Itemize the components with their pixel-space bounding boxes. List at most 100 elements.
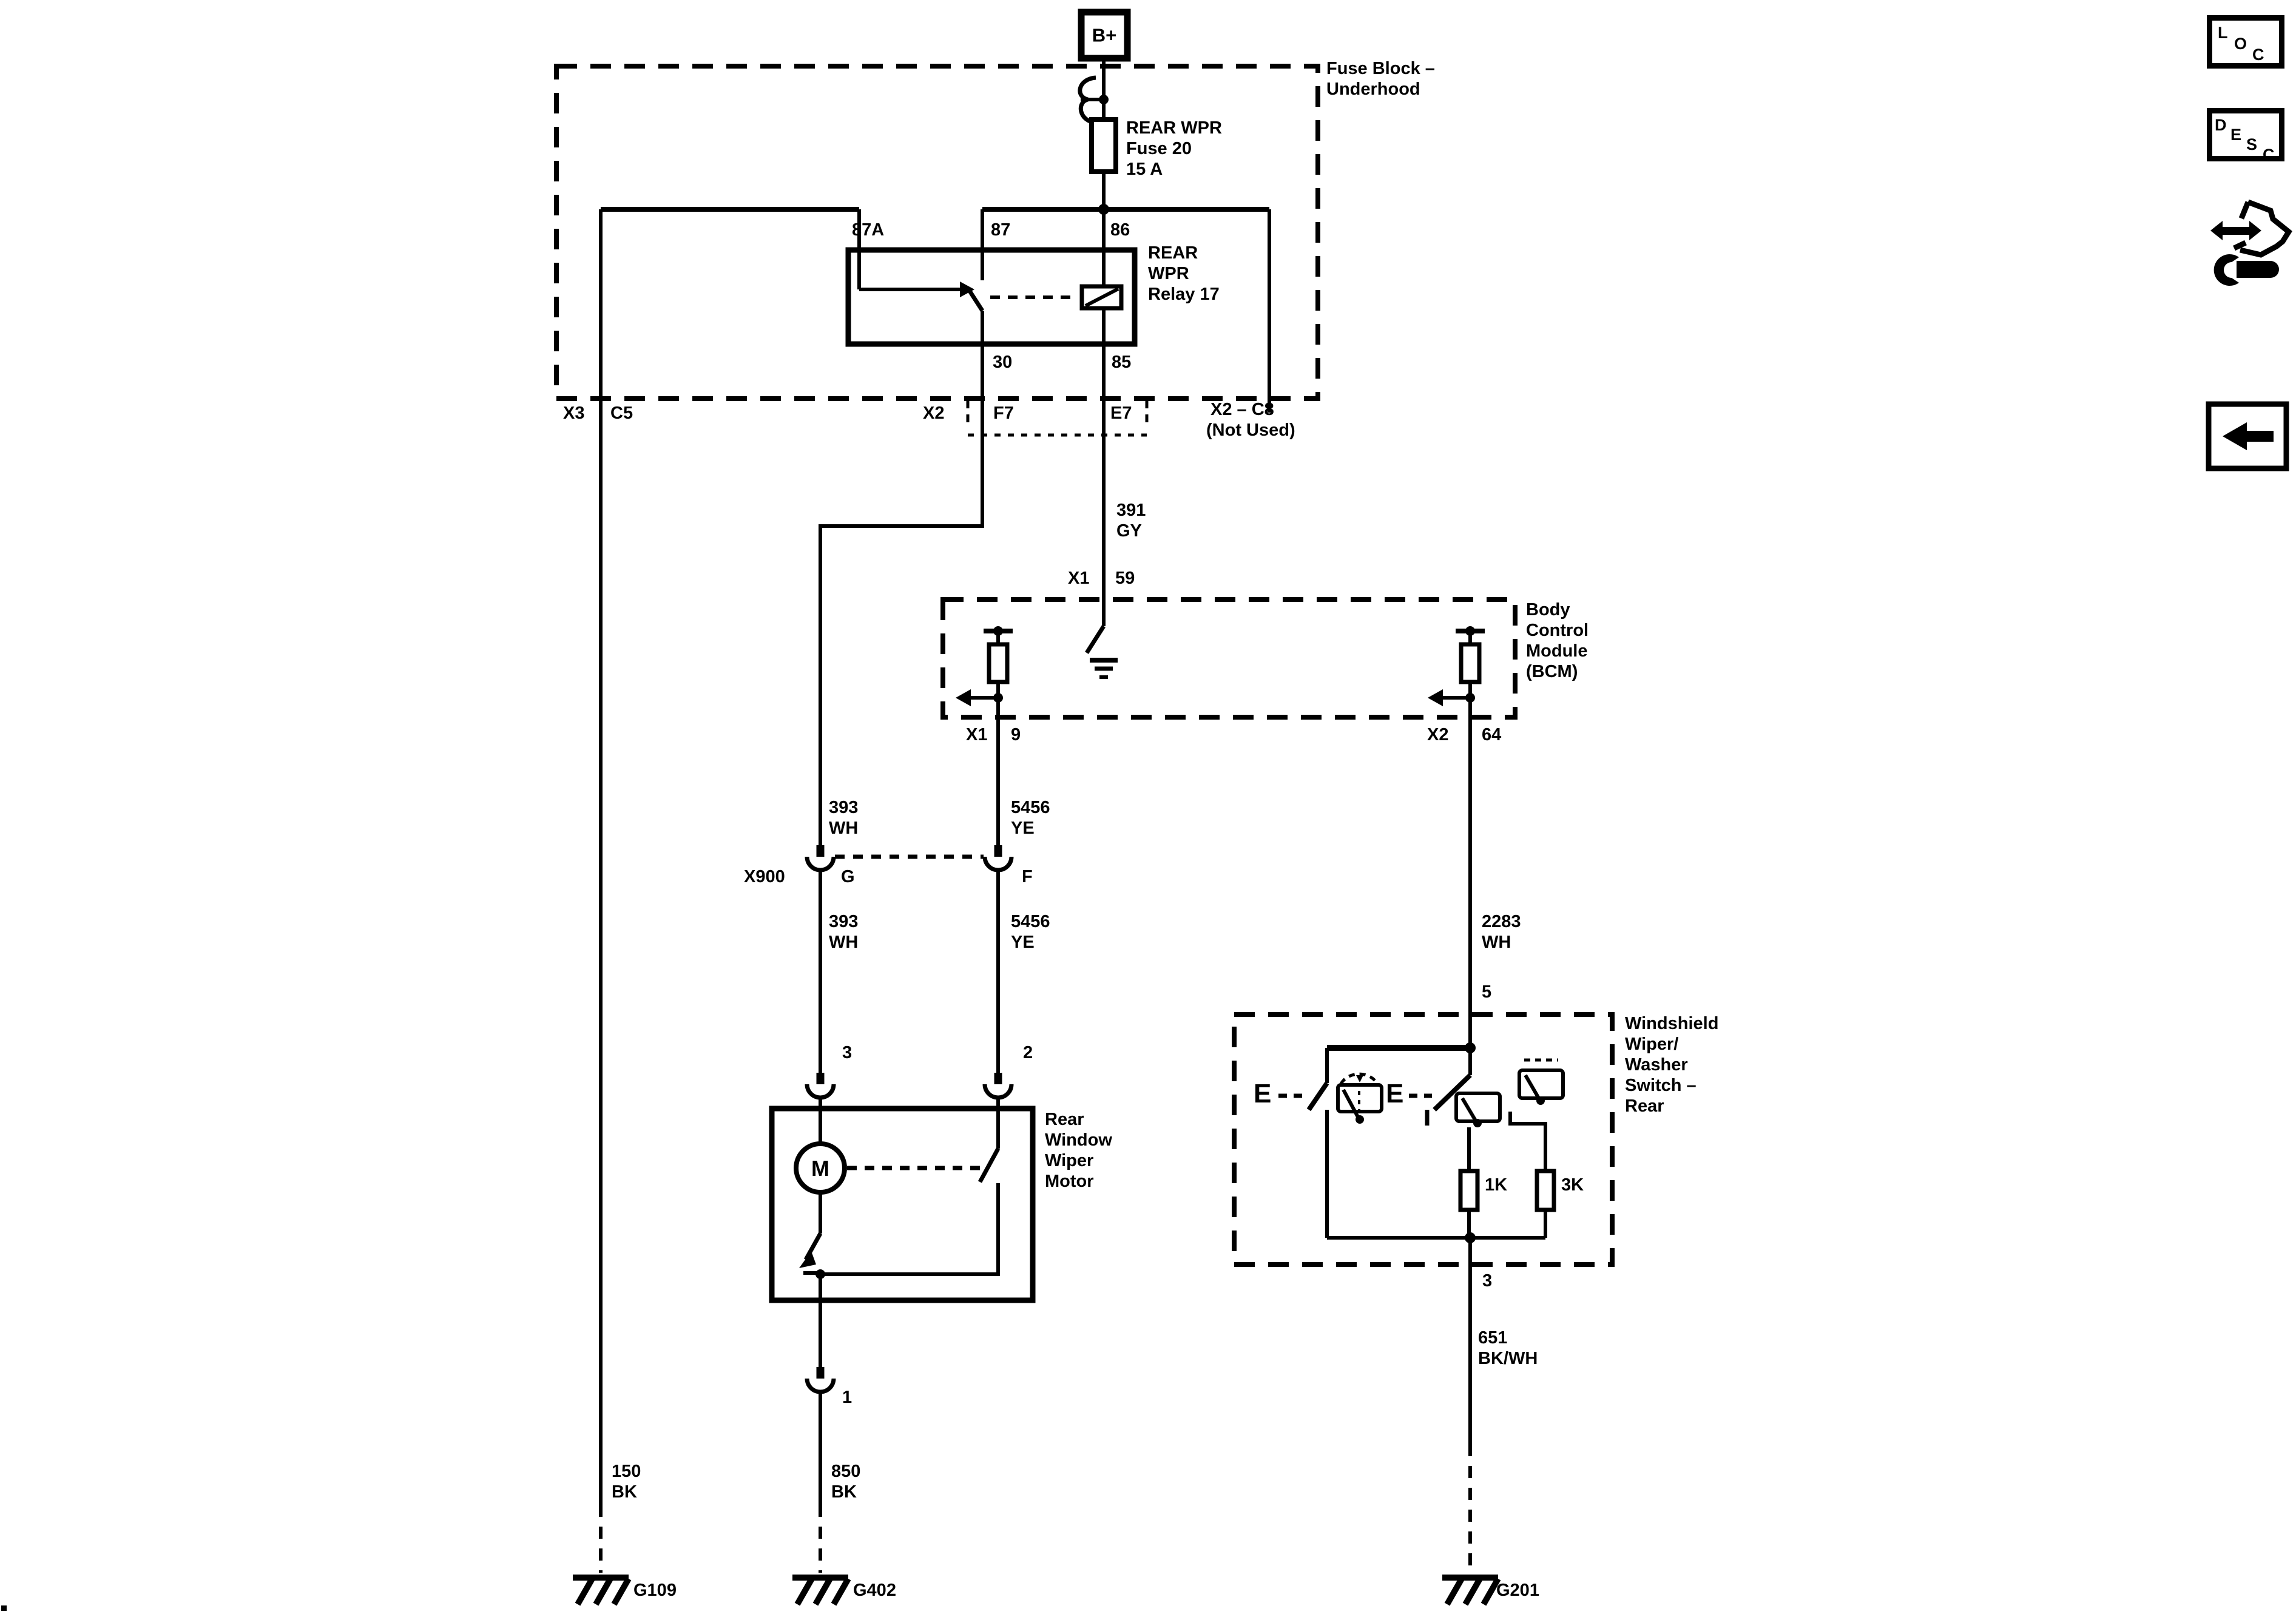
wire-2283-color: WH [1482, 933, 1511, 952]
wire-393-run [805, 845, 836, 1144]
bcm-name-2: Control [1526, 621, 1589, 640]
fuse-block-name-2: Underhood [1326, 79, 1420, 99]
battery-feed-symbol [1078, 8, 1131, 209]
bcm-name-3: Module [1526, 641, 1588, 661]
switch-name-4: Switch – [1625, 1076, 1697, 1095]
wire-393-a-color: WH [829, 819, 859, 838]
switch-name-5: Rear [1625, 1096, 1664, 1116]
ground-g109: G109 [633, 1581, 677, 1600]
x900-id: X900 [744, 867, 785, 886]
border-connector-outline [966, 400, 1149, 437]
desc-letter-d: D [2215, 116, 2227, 134]
switch-name-3: Washer [1625, 1055, 1688, 1075]
tool-icon[interactable] [2210, 199, 2292, 286]
switch-name-1: Windshield [1625, 1014, 1719, 1033]
wire-850-color: BK [831, 1482, 857, 1502]
relay-pin-87a: 87A [852, 220, 885, 240]
bcm-out2-conn: X2 [1427, 725, 1449, 744]
fuse-name-2: Fuse 20 [1126, 139, 1192, 158]
washer-switch-box [1232, 1012, 1615, 1267]
conn-c5: C5 [610, 403, 633, 423]
ground-g201: G201 [1496, 1581, 1539, 1600]
relay-name-2: WPR [1148, 264, 1189, 283]
wire-2283-run [1465, 717, 1476, 1053]
resistor-1k: 1K [1485, 1175, 1508, 1195]
wire-391-color: GY [1116, 521, 1142, 541]
bcm-out1-pin: 9 [1011, 725, 1021, 744]
fuse-block-box [554, 64, 1320, 401]
switch-pin-5: 5 [1482, 982, 1492, 1002]
bcm-driver-output-1 [956, 626, 1013, 717]
bcm-name-4: (BCM) [1526, 662, 1578, 681]
motor-pin-2: 2 [1023, 1043, 1033, 1062]
bcm-driver-output-2 [1428, 626, 1485, 717]
wire-393-b: 393 [829, 912, 859, 931]
ground-g402: G402 [853, 1581, 896, 1600]
wire-150-color: BK [612, 1482, 637, 1502]
fuse-name-3: 15 A [1126, 160, 1163, 179]
loc-letter-c: C [2252, 46, 2264, 64]
bus-lines [601, 204, 1271, 413]
ground-g402-symbol [792, 1575, 851, 1606]
switch-name-2: Wiper/ [1625, 1035, 1679, 1054]
wiper-motor-symbol [769, 1106, 1036, 1303]
linkage-e-mid: E [1386, 1079, 1404, 1109]
fuse-symbol [1089, 117, 1118, 174]
desc-letter-c: C [2263, 146, 2275, 164]
bcm-internal-switch-to-ground [1085, 625, 1118, 679]
motor-name-1: Rear [1045, 1110, 1084, 1129]
motor-m-label: M [811, 1156, 829, 1181]
wire-5456-run [982, 717, 1014, 1109]
relay-pin-30: 30 [993, 353, 1013, 372]
desc-letter-s: S [2246, 135, 2258, 154]
relay-symbol [819, 209, 1138, 845]
conn-x3: X3 [563, 403, 585, 423]
bcm-out1-conn: X1 [966, 725, 988, 744]
wire-651: 651 [1478, 1328, 1508, 1348]
resistor-3k: 3K [1561, 1175, 1584, 1195]
wire-150: 150 [612, 1462, 641, 1481]
wire-393-b-color: WH [829, 933, 859, 952]
switch-pin-3: 3 [1482, 1271, 1493, 1291]
bcm-out2-pin: 64 [1482, 725, 1502, 744]
desc-letter-e: E [2230, 126, 2242, 144]
wire-5456-b-color: YE [1011, 933, 1035, 952]
motor-pin1-connector [805, 1300, 836, 1573]
bcm-in-conn: X1 [1068, 569, 1090, 588]
linkage-e-left: E [1254, 1079, 1272, 1109]
motor-name-3: Wiper [1045, 1151, 1094, 1170]
back-arrow-icon[interactable] [2206, 401, 2289, 471]
conn-c8-2: (Not Used) [1206, 420, 1295, 440]
conn-f7: F7 [993, 403, 1014, 423]
wire-651-color: BK/WH [1478, 1349, 1538, 1368]
wire-2283: 2283 [1482, 912, 1521, 931]
loc-button[interactable] [2207, 15, 2284, 69]
wire-393-a: 393 [829, 798, 859, 817]
relay-name-3: Relay 17 [1148, 285, 1220, 304]
relay-name-1: REAR [1148, 243, 1198, 263]
motor-name-2: Window [1045, 1130, 1112, 1150]
motor-pin-3: 3 [842, 1043, 853, 1062]
motor-name-4: Motor [1045, 1172, 1094, 1191]
x900-pin-f: F [1022, 867, 1033, 886]
bcm-name-1: Body [1526, 600, 1570, 619]
wire-391: 391 [1116, 501, 1146, 520]
desc-button[interactable] [2207, 108, 2284, 161]
ground-g109-symbol [573, 1575, 632, 1606]
conn-e7: E7 [1110, 403, 1132, 423]
fuse-name-1: REAR WPR [1126, 118, 1222, 138]
conn-c8-1: X2 – C8 [1210, 400, 1274, 419]
fuse-block-name-1: Fuse Block – [1326, 59, 1435, 78]
relay-pin-87: 87 [991, 220, 1011, 240]
b-plus-label: B+ [1092, 24, 1117, 46]
loc-letter-o: O [2234, 35, 2247, 53]
x900-pin-g: G [841, 867, 855, 886]
relay-pin-86: 86 [1110, 220, 1130, 240]
page-artifact-dot [1, 1605, 7, 1611]
wire-850: 850 [831, 1462, 861, 1481]
conn-x2: X2 [923, 403, 945, 423]
washer-switch-internals [1278, 1045, 1565, 1264]
bcm-in-pin: 59 [1115, 569, 1135, 588]
